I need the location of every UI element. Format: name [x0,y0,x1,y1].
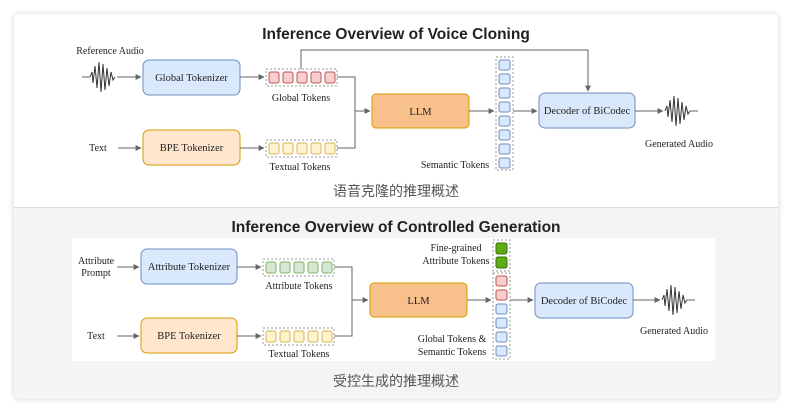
global-tokens-label: Global Tokens [272,93,330,104]
attribute-prompt-label-line1: Attribute [78,256,115,267]
llm-label: LLM [409,107,432,118]
fine-grained-attribute-tokens-column [492,239,511,272]
voice-cloning-title: Inference Overview of Voice Cloning [262,26,530,43]
generated-audio-label-bottom: Generated Audio [640,326,708,337]
text-input-label: Text [89,143,107,154]
bpe-tokenizer-label: BPE Tokenizer [160,143,224,154]
global-semantic-label-line1: Global Tokens & [418,334,487,345]
global-tokens-row [265,68,338,87]
global-tokenizer-label: Global Tokenizer [155,73,228,84]
semantic-tokens-label: Semantic Tokens [421,160,489,171]
textual-tokens-label: Textual Tokens [270,162,331,173]
generated-audio-label: Generated Audio [645,139,713,150]
textual-tokens-label-bottom: Textual Tokens [269,349,330,360]
decoder-label-bottom: Decoder of BiCodec [541,296,628,307]
global-semantic-label-line2: Semantic Tokens [418,347,486,358]
section-divider [14,207,778,208]
fine-grained-label-line1: Fine-grained [430,243,481,254]
decoder-label: Decoder of BiCodec [544,106,631,117]
controlled-generation-title: Inference Overview of Controlled Generat… [231,219,560,236]
reference-audio-waveform-icon [89,61,116,93]
attribute-tokens-label: Attribute Tokens [265,281,332,292]
reference-audio-label: Reference Audio [76,46,143,57]
text-input-label-bottom: Text [87,331,105,342]
generated-audio-waveform-icon [664,95,691,127]
semantic-tokens-column [495,56,514,171]
voice-cloning-caption: 语音克隆的推理概述 [333,184,459,200]
attribute-prompt-label-line2: Prompt [81,268,111,279]
textual-tokens-row-bottom [262,327,335,346]
textual-tokens-row [265,139,338,158]
controlled-generation-caption: 受控生成的推理概述 [333,374,459,390]
attribute-tokens-row [262,258,335,277]
global-semantic-tokens-column [492,272,511,360]
generated-audio-waveform-icon-bottom [661,284,688,316]
fine-grained-label-line2: Attribute Tokens [422,256,489,267]
attribute-tokenizer-label: Attribute Tokenizer [148,262,231,273]
bpe-tokenizer-label-bottom: BPE Tokenizer [157,331,221,342]
llm-label-bottom: LLM [407,296,430,307]
